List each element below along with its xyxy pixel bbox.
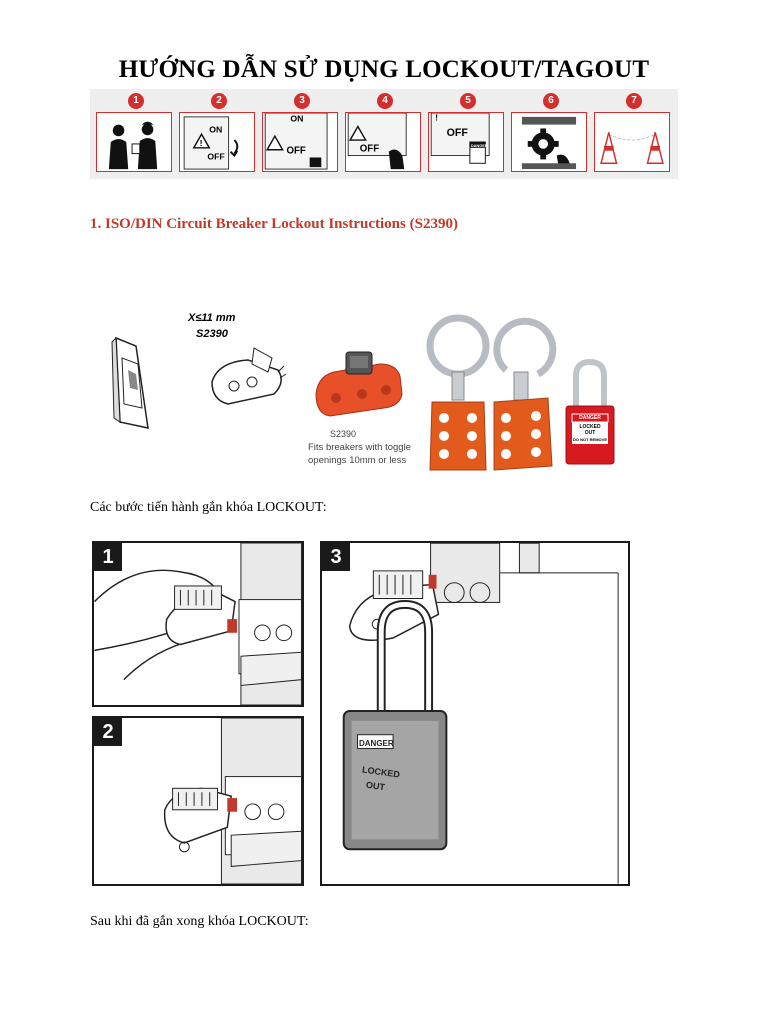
device-model-label: S2390 xyxy=(330,429,357,439)
step-3-switch-lock-illustration: ON OFF xyxy=(262,112,338,172)
step-badge-5: 5 xyxy=(460,93,476,109)
s2390-device-photo xyxy=(310,346,410,422)
step-4-off-label: OFF xyxy=(360,144,379,155)
step-1-workers-illustration xyxy=(96,112,172,172)
step-2-off-label: OFF xyxy=(207,151,224,161)
padlock-out-label: OUT xyxy=(584,430,596,436)
padlock-do-not-remove-label: DO NOT REMOVE xyxy=(573,437,608,442)
after-lockout-text: Sau khi đã gắn xong khóa LOCKOUT: xyxy=(90,914,309,929)
step-2-switch-illustration: ! ON OFF xyxy=(179,112,255,172)
padlock-danger-label: DANGER xyxy=(579,415,601,421)
device-sketch-image: X≤11 mm S2390 xyxy=(188,312,288,408)
step-badge-1: 1 xyxy=(128,93,144,109)
lockout-hasp-closed-photo xyxy=(426,310,490,474)
step-7-safety-cones-illustration xyxy=(594,112,670,172)
steps-intro-text: Các bước tiến hành gắn khóa LOCKOUT: xyxy=(90,500,327,515)
step-3-on-label: ON xyxy=(290,114,303,124)
step-5-off-label: OFF xyxy=(447,127,469,139)
step-badge-3: 3 xyxy=(294,93,310,109)
padlock-locked-label: LOCKED xyxy=(579,424,601,430)
panel-3-number: 3 xyxy=(322,543,350,571)
instruction-panel-2: 2 xyxy=(92,716,304,886)
lockout-hasp-open-photo xyxy=(488,310,558,474)
section-heading: 1. ISO/DIN Circuit Breaker Lockout Instr… xyxy=(90,216,458,232)
step-badge-2: 2 xyxy=(211,93,227,109)
device-caption-line2: openings 10mm or less xyxy=(308,455,407,466)
step-badge-4: 4 xyxy=(377,93,393,109)
panel-2-number: 2 xyxy=(94,718,122,746)
step-5-danger-label: DANGER xyxy=(471,144,488,148)
svg-text:!: ! xyxy=(200,138,203,148)
panel-1-number: 1 xyxy=(94,543,122,571)
svg-text:!: ! xyxy=(435,113,438,123)
step-2-on-label: ON xyxy=(209,124,222,134)
red-safety-padlock-photo: DANGER LOCKED OUT DO NOT REMOVE xyxy=(562,358,618,466)
instruction-panel-1: 1 xyxy=(92,541,304,707)
step-5-tag-illustration: ! OFF DANGER xyxy=(428,112,504,172)
panel-3-padlock-danger: DANGER xyxy=(359,739,394,748)
document-title: HƯỚNG DẪN SỬ DỤNG LOCKOUT/TAGOUT xyxy=(118,56,650,83)
step-badge-7: 7 xyxy=(626,93,642,109)
process-steps-strip: 1 2 3 4 5 6 7 ! ON OFF ON xyxy=(90,89,678,179)
step-badge-6: 6 xyxy=(543,93,559,109)
device-caption-line1: Fits breakers with toggle xyxy=(308,442,411,453)
step-3-off-label: OFF xyxy=(286,146,305,157)
sketch-model-label: S2390 xyxy=(196,328,228,340)
instruction-panel-3: 3 DANGER LOCKED OUT xyxy=(320,541,630,886)
breaker-sketch-image xyxy=(108,318,158,438)
step-4-apply-lock-illustration: OFF xyxy=(345,112,421,172)
step-6-gear-illustration xyxy=(511,112,587,172)
sketch-dimension-label: X≤11 mm xyxy=(188,312,236,324)
